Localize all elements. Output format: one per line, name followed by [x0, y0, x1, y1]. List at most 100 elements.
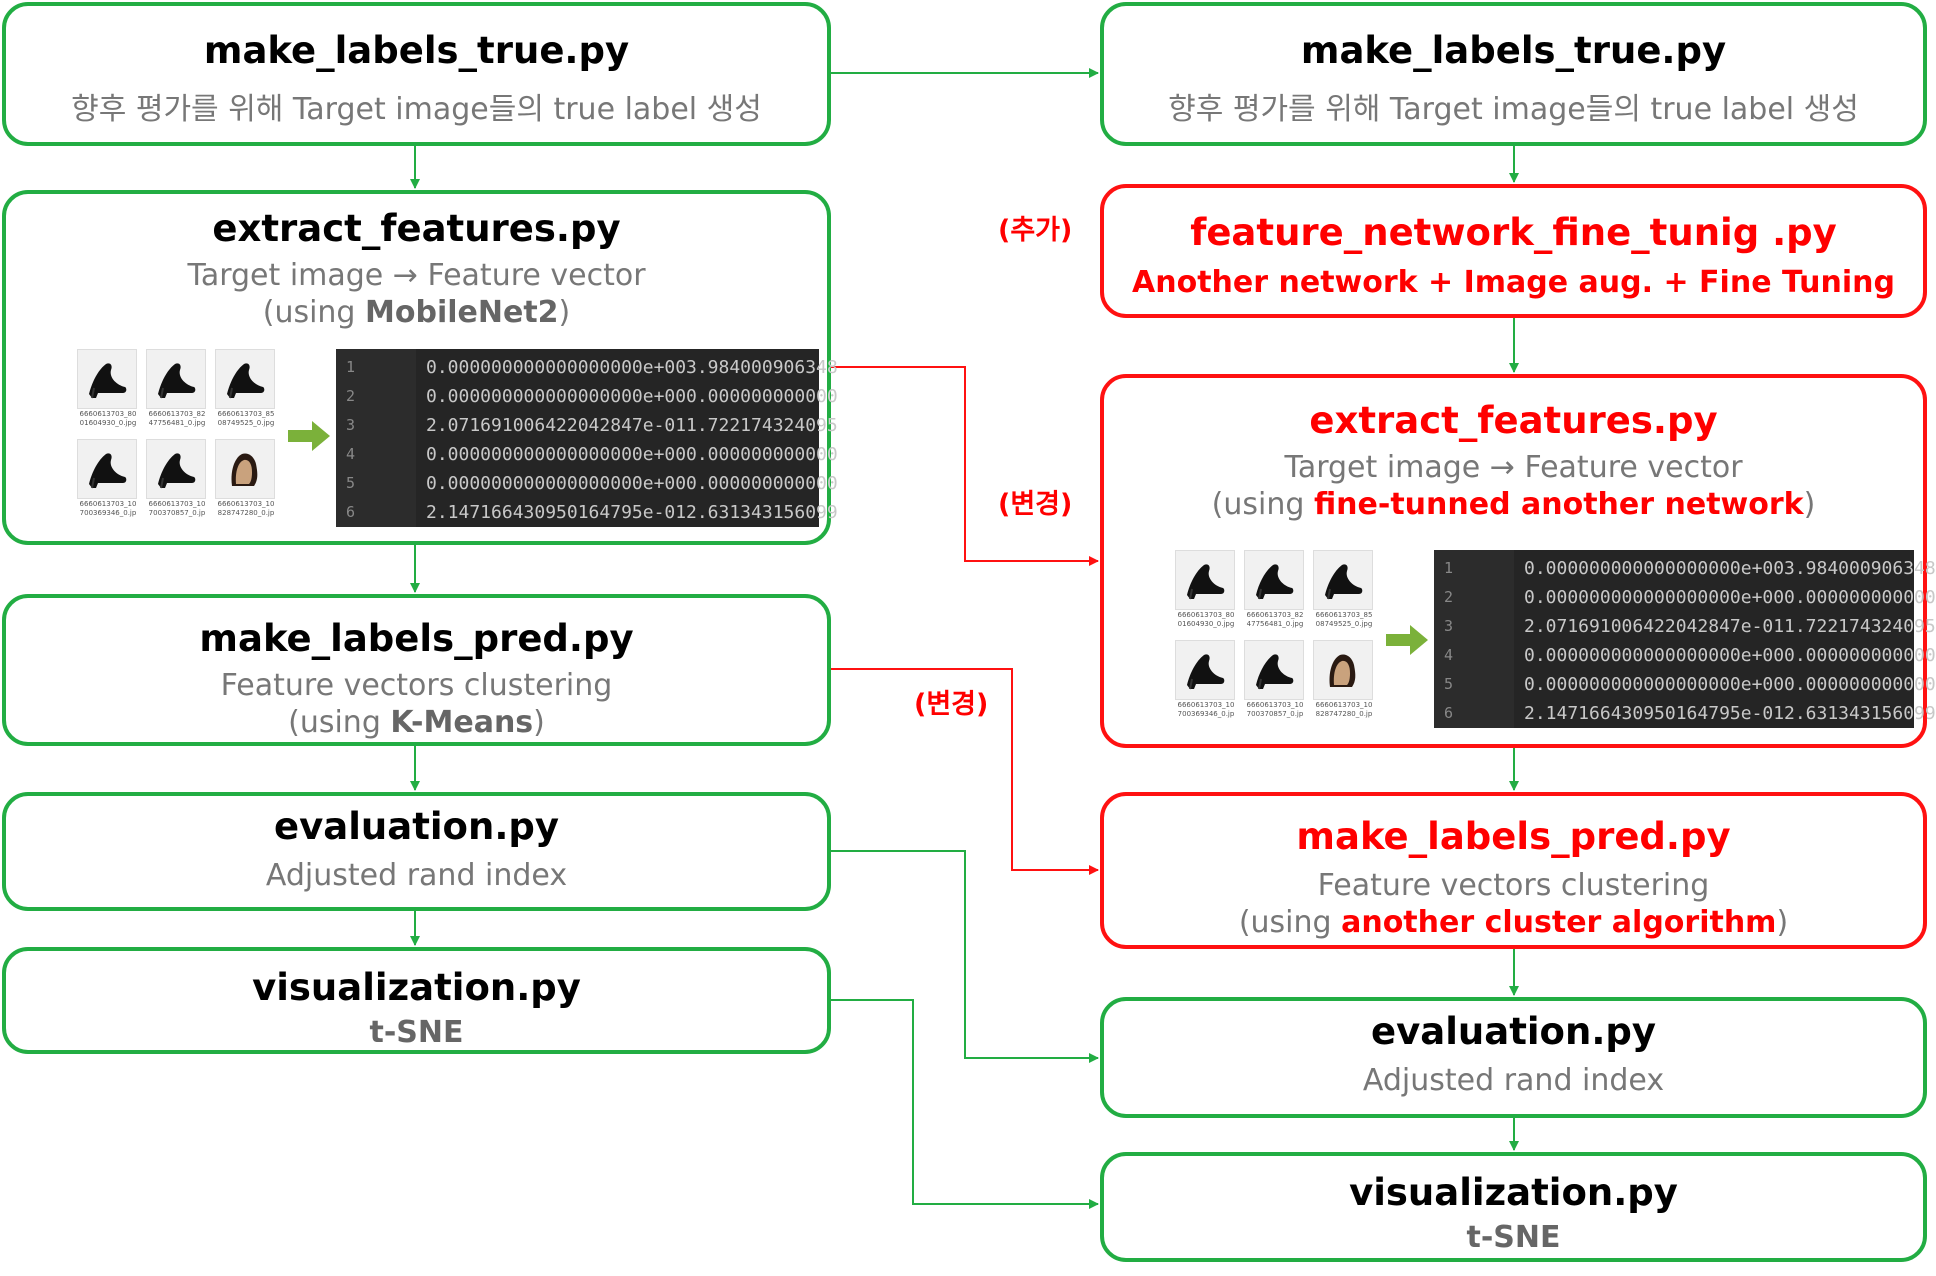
model-name: MobileNet2: [365, 295, 559, 331]
feature-value: 1.722174324095: [686, 415, 838, 436]
feature-value: 0.000000000000000000e+00: [1524, 558, 1785, 579]
feature-value: 0.000000000000000000e+00: [426, 444, 687, 465]
right-extract-features-box: extract_features.py Target image → Featu…: [1100, 374, 1936, 748]
feature-value: 2.147166430950164795e-01: [426, 502, 687, 523]
right-evaluation-box: evaluation.py Adjusted rand index: [1100, 997, 1927, 1118]
box-title: visualization.py: [252, 966, 581, 1009]
feature-value: 2.631343156099: [686, 502, 838, 523]
box-description: Feature vectors clustering: [220, 667, 613, 703]
box-description: Target image → Feature vector: [187, 257, 646, 293]
feature-value: 3.984000906348: [1784, 558, 1936, 579]
box-using: (using fine-tunned another network): [1211, 487, 1816, 523]
black-heel-shoe-icon: [1244, 640, 1304, 700]
changed-tag-extract: (변경): [998, 489, 1073, 520]
arrow-extract-left-to-right: [831, 366, 1099, 566]
green-arrow-icon: [288, 421, 330, 451]
right-make-labels-true-box: make_labels_true.py 향후 평가를 위해 Target ima…: [1100, 2, 1927, 146]
feature-value: 0.000000000000: [1784, 674, 1936, 695]
black-heel-shoe-icon: [146, 439, 206, 499]
algorithm-name: K-Means: [390, 705, 534, 741]
line-number: 2: [346, 387, 356, 405]
feature-value: 0.000000000000000000e+00: [1524, 645, 1785, 666]
algorithm-name: another cluster algorithm: [1341, 905, 1777, 941]
line-number: 4: [1444, 646, 1454, 664]
right-make-labels-pred-box: make_labels_pred.py Feature vectors clus…: [1100, 792, 1927, 949]
box-description: Adjusted rand index: [265, 857, 568, 893]
feature-value: 0.000000000000000000e+00: [426, 357, 687, 378]
box-description: 향후 평가를 위해 Target image들의 true label 생성: [71, 91, 762, 127]
box-description: t-SNE: [369, 1014, 464, 1050]
black-heel-shoe-icon: [1175, 550, 1235, 610]
left-make-labels-pred-box: make_labels_pred.py Feature vectors clus…: [2, 594, 831, 746]
arrow-pred-left-to-right: [831, 668, 1099, 875]
feature-value: 0.000000000000: [1784, 645, 1936, 666]
box-description: Target image → Feature vector: [1284, 449, 1743, 485]
line-number: 3: [1444, 617, 1454, 635]
feature-value: 0.000000000000000000e+00: [426, 386, 687, 407]
box-title: make_labels_pred.py: [1296, 815, 1731, 858]
brown-heel-shoe-icon: [1313, 640, 1373, 700]
box-title: evaluation.py: [274, 805, 559, 848]
box-title: extract_features.py: [1309, 399, 1718, 442]
added-tag: (추가): [998, 215, 1073, 246]
box-using: (using another cluster algorithm): [1238, 905, 1789, 941]
feature-value: 0.000000000000: [1784, 587, 1936, 608]
box-description: Another network + Image aug. + Fine Tuni…: [1132, 264, 1895, 300]
feature-value: 1.722174324095: [1784, 616, 1936, 637]
line-number: 3: [346, 416, 356, 434]
arrow-vis-left-to-right: [831, 999, 1099, 1209]
feature-value: 0.000000000000000000e+00: [1524, 674, 1785, 695]
box-title: extract_features.py: [212, 207, 621, 250]
black-heel-shoe-icon: [1313, 550, 1373, 610]
green-arrow-icon: [1386, 625, 1428, 655]
box-using: (using K-Means): [288, 705, 545, 741]
line-number: 2: [1444, 588, 1454, 606]
black-heel-shoe-icon: [77, 349, 137, 409]
arrow-eval-left-to-right: [831, 850, 1099, 1063]
box-title: evaluation.py: [1371, 1010, 1656, 1053]
box-title: feature_network_fine_tunig .py: [1190, 211, 1837, 254]
right-fine-tune-box: feature_network_fine_tunig .py Another n…: [1100, 184, 1927, 318]
box-description: Adjusted rand index: [1362, 1062, 1665, 1098]
left-make-labels-true-box: make_labels_true.py 향후 평가를 위해 Target ima…: [2, 2, 831, 146]
black-heel-shoe-icon: [1175, 640, 1235, 700]
left-extract-features-box: extract_features.py Target image → Featu…: [2, 190, 838, 545]
line-number: 6: [1444, 704, 1454, 722]
feature-value: 0.000000000000: [686, 473, 838, 494]
feature-value: 3.984000906348: [686, 357, 838, 378]
left-visualization-box: visualization.py t-SNE: [2, 947, 831, 1054]
feature-value: 2.071691006422042847e-01: [426, 415, 687, 436]
feature-value: 0.000000000000000000e+00: [426, 473, 687, 494]
box-using: (using MobileNet2): [262, 295, 571, 331]
feature-value: 2.147166430950164795e-01: [1524, 703, 1785, 724]
box-title: visualization.py: [1349, 1171, 1678, 1214]
box-title: make_labels_pred.py: [199, 617, 634, 660]
box-title: make_labels_true.py: [1300, 29, 1727, 72]
line-number: 5: [1444, 675, 1454, 693]
feature-value: 2.631343156099: [1784, 703, 1936, 724]
left-evaluation-box: evaluation.py Adjusted rand index: [2, 792, 831, 911]
